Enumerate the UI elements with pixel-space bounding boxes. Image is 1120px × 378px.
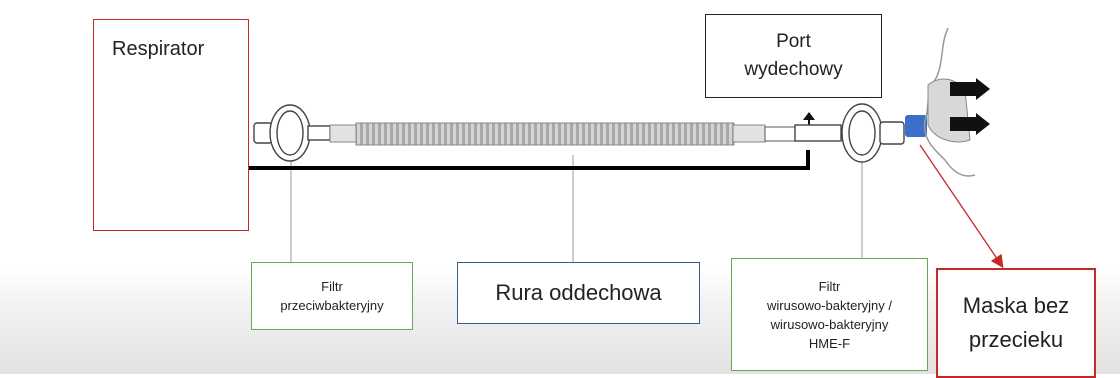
antibacterial-filter-box: Filtr przeciwbakteryjny bbox=[251, 262, 413, 330]
exhalation-port-box: Port wydechowy bbox=[705, 14, 882, 98]
respirator-box: Respirator bbox=[93, 19, 249, 231]
mask-label-line1: Maska bez bbox=[962, 293, 1070, 318]
pointer-arrow-icon bbox=[919, 144, 1004, 269]
filter2-label-line4: HME-F bbox=[808, 335, 851, 351]
filter-icon bbox=[794, 103, 905, 163]
filter1-label-line1: Filtr bbox=[321, 279, 343, 294]
filter2-label-line3: wirusowo-bakteryjny bbox=[770, 316, 889, 332]
breathing-tube-icon bbox=[329, 122, 796, 146]
face-mask-icon bbox=[905, 27, 990, 177]
mask-label-line2: przecieku bbox=[968, 327, 1064, 352]
viral-bacterial-filter-box: Filtr wirusowo-bakteryjny / wirusowo-bak… bbox=[731, 258, 928, 371]
filter2-label-line2: wirusowo-bakteryjny / bbox=[767, 297, 892, 313]
circuit-black-line bbox=[248, 150, 810, 170]
filter2-label-line1: Filtr bbox=[818, 278, 841, 294]
tube-label: Rura oddechowa bbox=[495, 280, 662, 305]
filter-icon bbox=[253, 104, 331, 162]
filter1-label-line2: przeciwbakteryjny bbox=[280, 298, 384, 313]
port-label-line2: wydechowy bbox=[744, 59, 843, 80]
no-leak-mask-box: Maska bez przecieku bbox=[936, 268, 1096, 378]
respirator-label: Respirator bbox=[112, 38, 205, 60]
port-label-line1: Port bbox=[776, 31, 811, 52]
breathing-tube-box: Rura oddechowa bbox=[457, 262, 700, 324]
